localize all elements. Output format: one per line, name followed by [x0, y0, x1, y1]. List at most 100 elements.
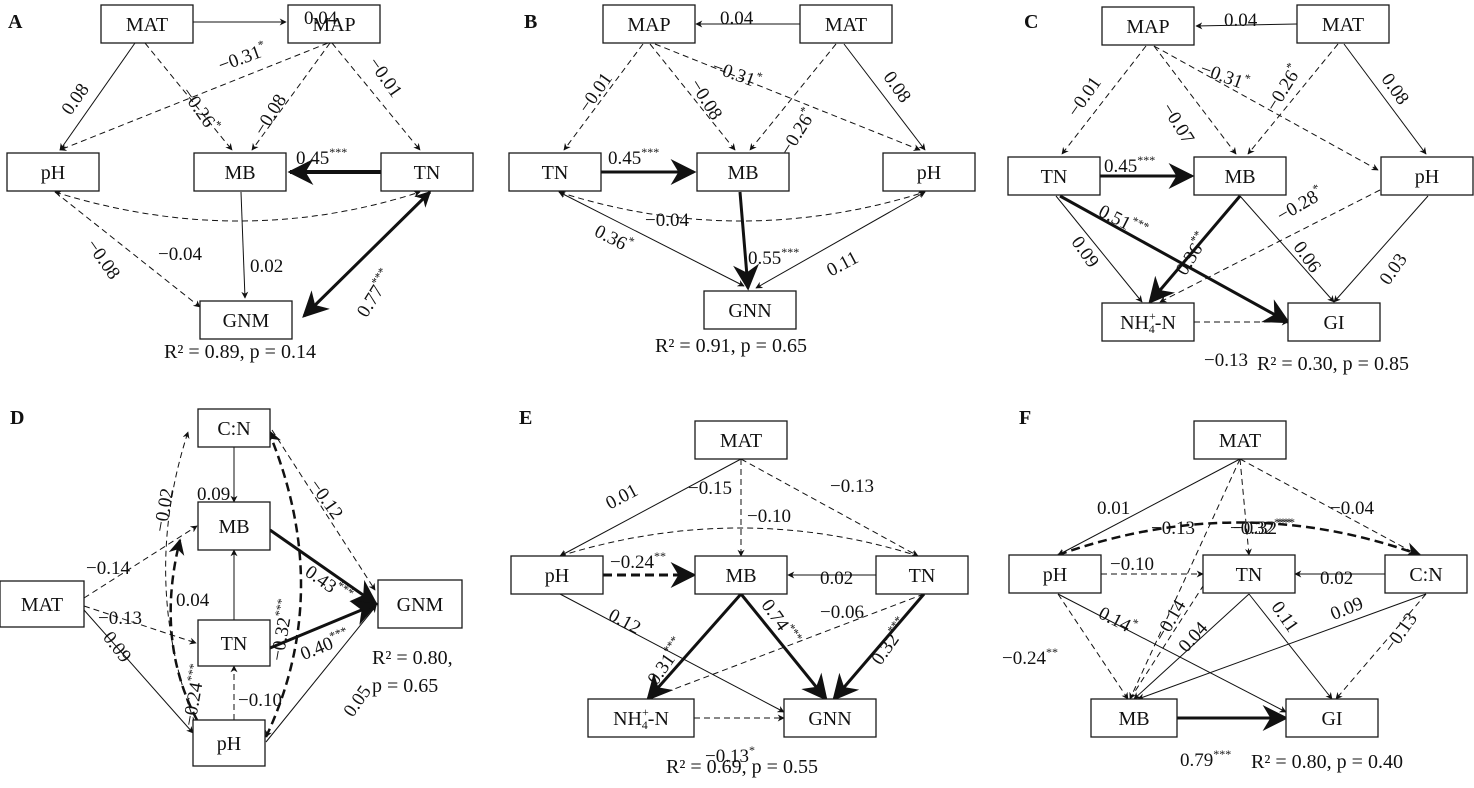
significance-stars: *** [781, 245, 799, 259]
node-ph: pH [510, 555, 604, 595]
path-ph-to-c-n [1057, 521, 1422, 558]
significance-stars: * [625, 233, 637, 248]
path-coefficient: −0.31* [709, 54, 764, 94]
path-coefficient: −0.13 [830, 476, 874, 497]
model-fit-text: R² = 0.91, p = 0.65 [655, 335, 807, 357]
node-label: pH [917, 162, 941, 184]
path-ph-to-c-n [264, 428, 303, 738]
path-coefficient: −0.24** [1002, 645, 1058, 669]
path-coefficient: 0.08 [57, 80, 93, 119]
path-coefficient: 0.77*** [350, 265, 398, 321]
path-coefficient: −0.12 [305, 476, 347, 524]
path-mb-to-gi [1239, 195, 1335, 303]
path-coefficient: 0.02 [1320, 568, 1353, 589]
path-ph-to-mb [1057, 593, 1129, 700]
model-fit-text: R² = 0.80, [372, 647, 453, 669]
path-mat-to-ph [59, 42, 136, 151]
path-coefficient: −0.10 [747, 506, 791, 527]
node-label: MAT [825, 14, 867, 36]
node-box [1007, 156, 1101, 196]
significance-stars: *** [641, 145, 659, 159]
node-mb: MB [696, 152, 790, 192]
node-c-n: C:N [1384, 554, 1468, 594]
node-gnm: GNM [377, 579, 463, 629]
path-coefficient: −0.06 [820, 602, 864, 623]
node-box [0, 580, 85, 628]
path-tn-to-gi [1059, 194, 1291, 324]
node-label: pH [545, 565, 569, 587]
path-ph-to-tn [559, 527, 919, 558]
node-nh4plus-n: NH+4-N [587, 698, 695, 738]
path-mat-to-mb [1247, 43, 1339, 155]
node-box [192, 719, 266, 767]
node-label: MAT [126, 14, 168, 36]
panel-letter: D [10, 407, 24, 429]
node-label: GI [1321, 708, 1342, 730]
path-coefficient: −0.13 [1204, 350, 1248, 371]
path-coefficient: −0.08 [685, 75, 726, 123]
node-ph: pH [882, 152, 976, 192]
path-coefficient: 0.04 [304, 8, 338, 29]
path-coefficient: −0.01 [364, 54, 406, 102]
node-label: pH [1043, 564, 1067, 586]
path-coefficient: 0.01 [1097, 498, 1130, 519]
path-tn-to-nh4plus-n [1055, 195, 1143, 303]
path-mat-to-tn [740, 458, 919, 557]
significance-stars: *** [327, 623, 349, 643]
node-mat: MAT [1296, 4, 1390, 44]
path-ph-to-gnm [54, 191, 201, 308]
node-tn: TN [1202, 554, 1296, 594]
path-mb-to-gnm [240, 191, 249, 299]
path-ph-to-gnn [755, 191, 926, 289]
path-map-to-ph [654, 43, 921, 151]
node-label: C:N [217, 418, 250, 440]
node-box [694, 420, 788, 460]
path-mat-to-mb [749, 43, 837, 151]
significance-stars: * [754, 69, 764, 84]
path-mat-to-ph [843, 43, 926, 151]
node-label: MAT [720, 430, 762, 452]
node-box [1193, 156, 1287, 196]
node-mat: MAT [100, 4, 194, 44]
model-fit-text: R² = 0.30, p = 0.85 [1257, 353, 1409, 375]
path-coefficient: −0.31* [1197, 56, 1252, 96]
significance-stars: *** [272, 597, 289, 617]
node-label: NH+4-N [1120, 309, 1176, 336]
node-label: pH [217, 733, 241, 755]
path-coefficient: 0.01 [602, 480, 641, 514]
path-coefficient: 0.11 [1267, 598, 1303, 637]
model-fit-text: R² = 0.89, p = 0.14 [164, 341, 316, 363]
path-tn-to-gnn [832, 593, 926, 701]
path-mat-to-ph [83, 609, 194, 734]
node-box [197, 408, 271, 448]
path-mat-to-ph [559, 458, 742, 557]
path-coefficient: 0.08 [879, 68, 915, 107]
node-label: MB [224, 162, 255, 184]
path-ph-to-nh4plus-n [1159, 189, 1381, 303]
node-tn: TN [1007, 156, 1101, 196]
path-coefficient: −0.02 [150, 487, 178, 534]
path-mb-to-gnm [269, 528, 379, 606]
node-label: TN [542, 162, 569, 184]
path-coefficient: 0.09 [1328, 593, 1367, 625]
path-tn-to-gnn [558, 191, 745, 287]
path-coefficient: −0.13 [1151, 518, 1195, 539]
path-coefficient: −0.10 [1110, 554, 1154, 575]
path-tn-to-mb [1133, 593, 1250, 700]
path-map-to-tn [563, 43, 644, 151]
node-box [1090, 698, 1178, 738]
path-coefficient: −0.04 [1330, 498, 1374, 519]
node-label: MB [725, 565, 756, 587]
node-label: TN [1236, 564, 1263, 586]
significance-stars: * [256, 37, 266, 52]
path-map-to-tn [1061, 45, 1147, 155]
node-label: MAP [627, 14, 670, 36]
significance-stars: ** [1046, 645, 1058, 659]
node-mb: MB [193, 152, 287, 192]
node-box [1296, 4, 1390, 44]
